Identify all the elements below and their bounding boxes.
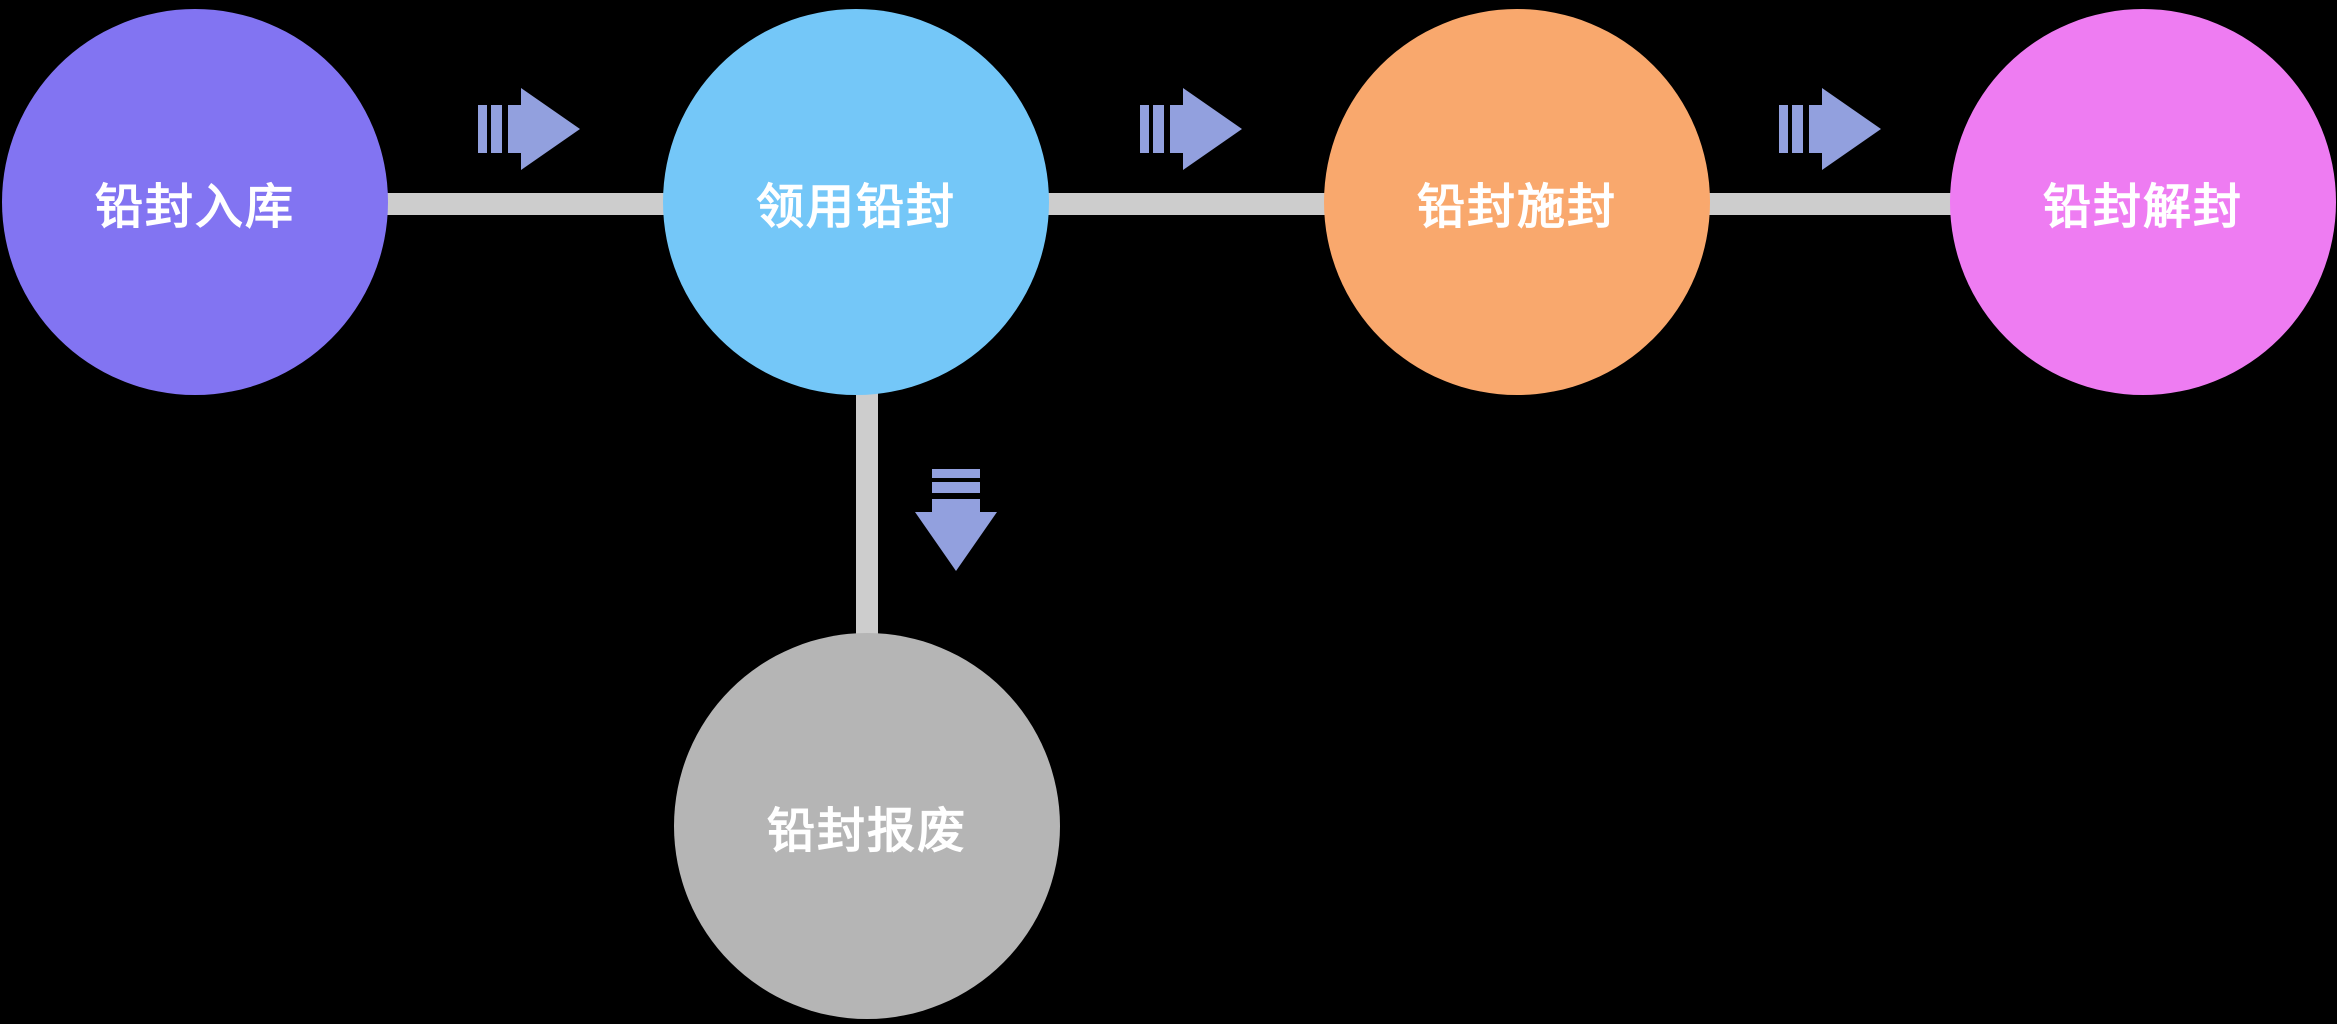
node-label: 领用铅封 (755, 181, 956, 234)
process-node-seal-scrap: 铅封报废 (674, 633, 1060, 1019)
node-label: 铅封解封 (2042, 181, 2243, 234)
node-label: 铅封入库 (94, 181, 295, 234)
right-arrow-icon (1779, 88, 1881, 170)
down-arrow-icon (915, 469, 997, 571)
right-arrow-icon (1140, 88, 1242, 170)
process-node-seal-checkout: 领用铅封 (663, 9, 1049, 395)
horizontal-connector-line (195, 193, 2143, 215)
process-node-seal-apply: 铅封施封 (1324, 9, 1710, 395)
process-node-seal-release: 铅封解封 (1950, 9, 2336, 395)
node-label: 铅封施封 (1416, 181, 1617, 234)
right-arrow-icon (478, 88, 580, 170)
process-node-seal-inbound: 铅封入库 (2, 9, 388, 395)
node-label: 铅封报废 (766, 805, 967, 858)
